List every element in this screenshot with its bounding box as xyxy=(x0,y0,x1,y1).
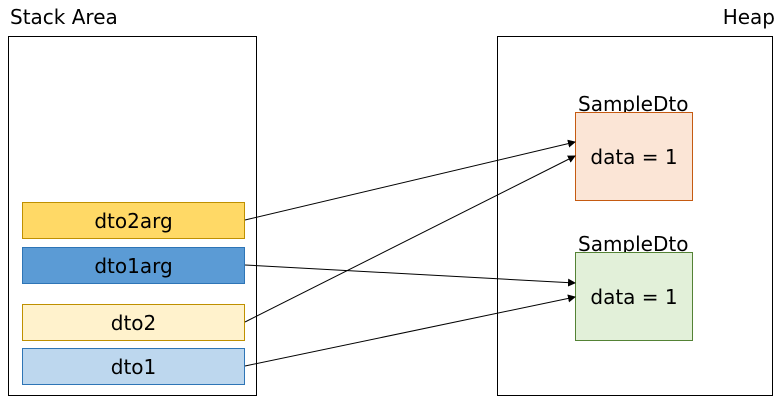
heap-title: Heap xyxy=(722,5,775,29)
heap-object-content: data = 1 xyxy=(590,284,678,309)
stack-slot-dto2arg: dto2arg xyxy=(22,202,245,239)
heap-object-content: data = 1 xyxy=(590,144,678,169)
heap-object-sampledto-1: data = 1 xyxy=(575,112,693,201)
reference-arrow-dto2arg xyxy=(244,139,576,221)
reference-arrow-dto1 xyxy=(244,294,576,367)
reference-arrow-dto1arg xyxy=(244,264,576,287)
stack-slot-label: dto2 xyxy=(110,310,157,335)
stack-slot-dto1: dto1 xyxy=(22,348,245,385)
stack-slot-label: dto2arg xyxy=(94,208,173,233)
reference-arrow-dto2 xyxy=(244,155,576,323)
stack-slot-dto2: dto2 xyxy=(22,304,245,341)
stack-slot-dto1arg: dto1arg xyxy=(22,247,245,284)
heap-object-sampledto-2: data = 1 xyxy=(575,252,693,341)
stack-slot-label: dto1 xyxy=(110,354,157,379)
heap-object-class-name: SampleDto xyxy=(578,232,689,256)
stack-area-title: Stack Area xyxy=(10,5,118,29)
stack-slot-label: dto1arg xyxy=(94,253,173,278)
heap-object-class-name: SampleDto xyxy=(578,92,689,116)
